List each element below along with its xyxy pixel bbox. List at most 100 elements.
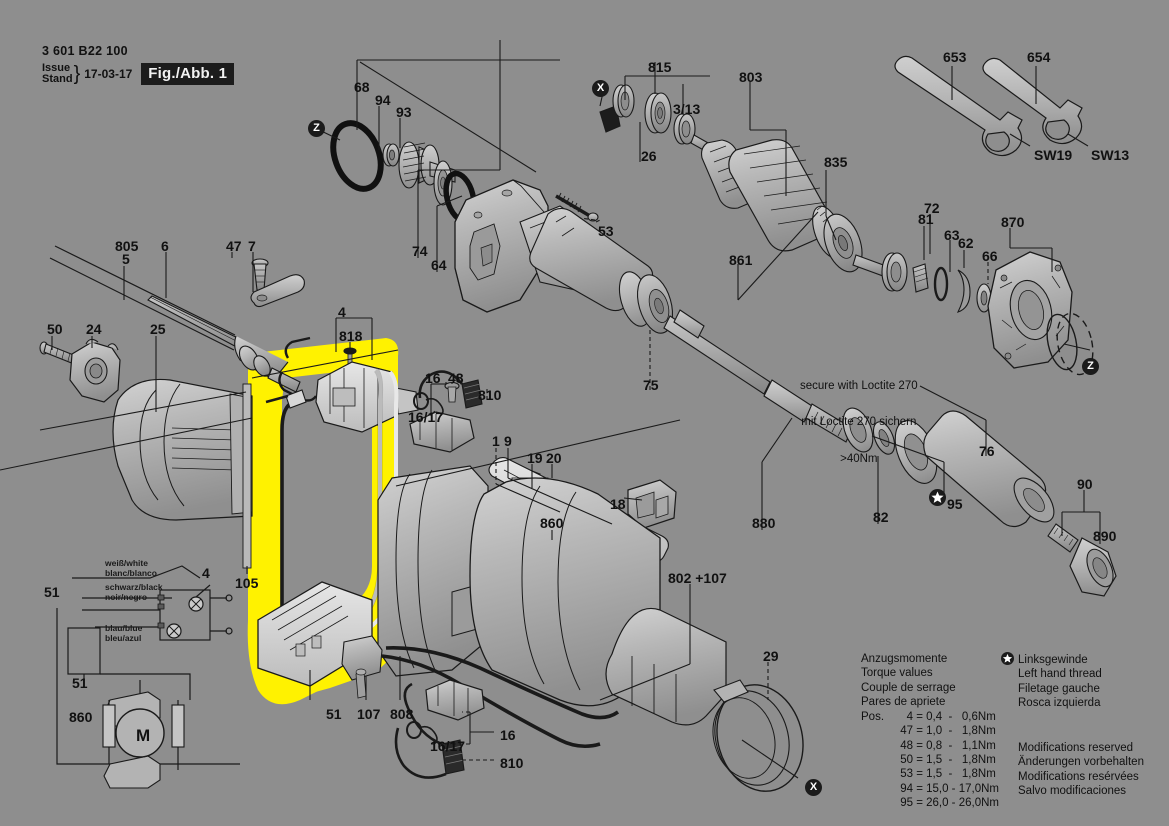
part-callout-16: 16 [500,727,516,743]
torque-pos: 4 [906,710,913,723]
star-icon [1001,652,1014,665]
part-callout-94: 94 [375,92,391,108]
marker-x-icon: X [592,80,609,97]
wire-color-label: blau/blue bleu/azul [105,623,143,643]
motor-housing [112,378,253,521]
marker-z-icon: Z [308,120,325,137]
issue-stand-labels: Issue Stand [42,62,73,85]
wiring-callout-860: 860 [69,709,93,725]
part-callout-5: 5 [122,251,130,267]
torque-pos: 95 [900,797,913,810]
part-callout-818: 818 [339,328,363,344]
torque-unit: Nm [977,768,996,781]
part-callout-4: 4 [338,304,346,320]
torque-unit: Nm [977,739,996,752]
part-callout-64: 64 [431,257,447,273]
torque-pos: 94 [900,782,913,795]
part-callout-860: 860 [540,515,564,531]
torque-value: 0,8 - 1,1 [926,739,978,752]
part-callout-51: 51 [326,706,342,722]
torque-equals: = [913,753,927,766]
part-callout-803: 803 [739,69,763,85]
torque-row: 50 = 1,5 - 1,8Nm [861,753,1001,767]
leader-lines [0,40,1101,779]
torque-unit: Nm [977,725,996,738]
part-callout-68: 68 [354,79,370,95]
part-callout-890: 890 [1093,528,1117,544]
header-block: 3 601 B22 100 Issue Stand } 17-03-17 Fig… [42,44,235,85]
part-callout-25: 25 [150,321,166,337]
left-hand-thread-star-icon [929,489,946,506]
torque-unit: Nm [977,710,996,723]
part-callout-48: 48 [448,370,464,386]
torque-value: 1,5 - 1,8 [926,753,978,766]
wire-color-label: schwarz/black noir/negro [105,582,163,602]
spindle-assembly [618,271,1117,597]
modifications-3: Salvo modificaciones [1018,784,1127,797]
torque-pos: 53 [900,768,913,781]
part-callout-26: 26 [641,148,657,164]
notes-column: Linksgewinde Left hand thread Filetage g… [1001,652,1151,798]
part-callout-93: 93 [396,104,412,120]
torque-title-1: Torque values [861,667,933,680]
torque-equals: = [913,739,927,752]
power-cable-and-clamp [39,245,305,403]
wire-color-label: weiß/white blanc/blanco [105,558,157,578]
modifications-2: Modifications resérvées [1018,770,1139,783]
part-callout-810: 810 [478,387,502,403]
part-callout-815: 815 [648,59,672,75]
output-flange-assembly [881,251,1094,376]
part-callout-805: 805 [115,238,139,254]
part-callout-880: 880 [752,515,776,531]
part-callout-3-13: 3/13 [673,101,701,117]
torque-pos: 50 [900,753,913,766]
wiring-callout-51: 51 [44,584,60,600]
left-thread-heading: Linksgewinde [1001,652,1151,667]
part-callout-SW19: SW19 [1034,147,1073,163]
torque-equals: = [913,710,927,723]
torque-pos-prefix: Pos. [861,710,885,723]
part-callout-29: 29 [763,648,779,664]
part-callout-107: 107 [357,706,381,722]
torque-row: 95 = 26,0 - 26,0Nm [861,796,1001,810]
part-callout-72: 72 [924,200,940,216]
bottom-brush-holder [394,679,485,779]
part-callout-802-107: 802 +107 [668,570,727,586]
torque-equals: = [913,768,927,781]
modifications-0: Modifications reserved [1018,741,1134,754]
part-callout-66: 66 [982,248,998,264]
torque-row: Pos. 4 = 0,4 - 0,6Nm [861,710,1001,724]
torque-value: 15,0 - 17,0 [926,782,982,795]
armature-assembly [599,84,887,277]
part-callout-808: 808 [390,706,414,722]
torque-value: 0,4 - 0,6 [926,710,978,723]
brace-glyph: } [73,62,81,85]
torque-title-0: Anzugsmomente [861,653,948,665]
wrenches [894,55,1083,157]
part-callout-9: 9 [504,433,512,449]
electronics-module [257,581,620,749]
switch-assembly [242,336,419,652]
torque-value: 1,0 - 1,8 [926,725,978,738]
torque-column: Anzugsmomente Torque values Couple de se… [861,652,1001,811]
part-callout-82: 82 [873,509,889,525]
part-callout-16-17: 16/17 [408,409,444,425]
torque-row: 47 = 1,0 - 1,8Nm [861,724,1001,738]
wiring-callout-51: 51 [72,675,88,691]
left-thread-2: Filetage gauche [1018,682,1100,695]
part-callout-81: 81 [918,211,934,227]
part-callout-24: 24 [86,321,102,337]
left-thread-3: Rosca izquierda [1018,697,1101,710]
part-callout-7: 7 [248,238,256,254]
part-callout-19: 19 [527,450,543,466]
part-callout-76: 76 [979,443,995,459]
torque-title-2: Couple de serrage [861,681,956,694]
legend-block: Anzugsmomente Torque values Couple de se… [861,652,1151,811]
part-number: 3 601 B22 100 [42,44,128,58]
part-callout-861: 861 [729,252,753,268]
torque-pos: 48 [900,739,913,752]
torque-equals: = [913,725,927,738]
